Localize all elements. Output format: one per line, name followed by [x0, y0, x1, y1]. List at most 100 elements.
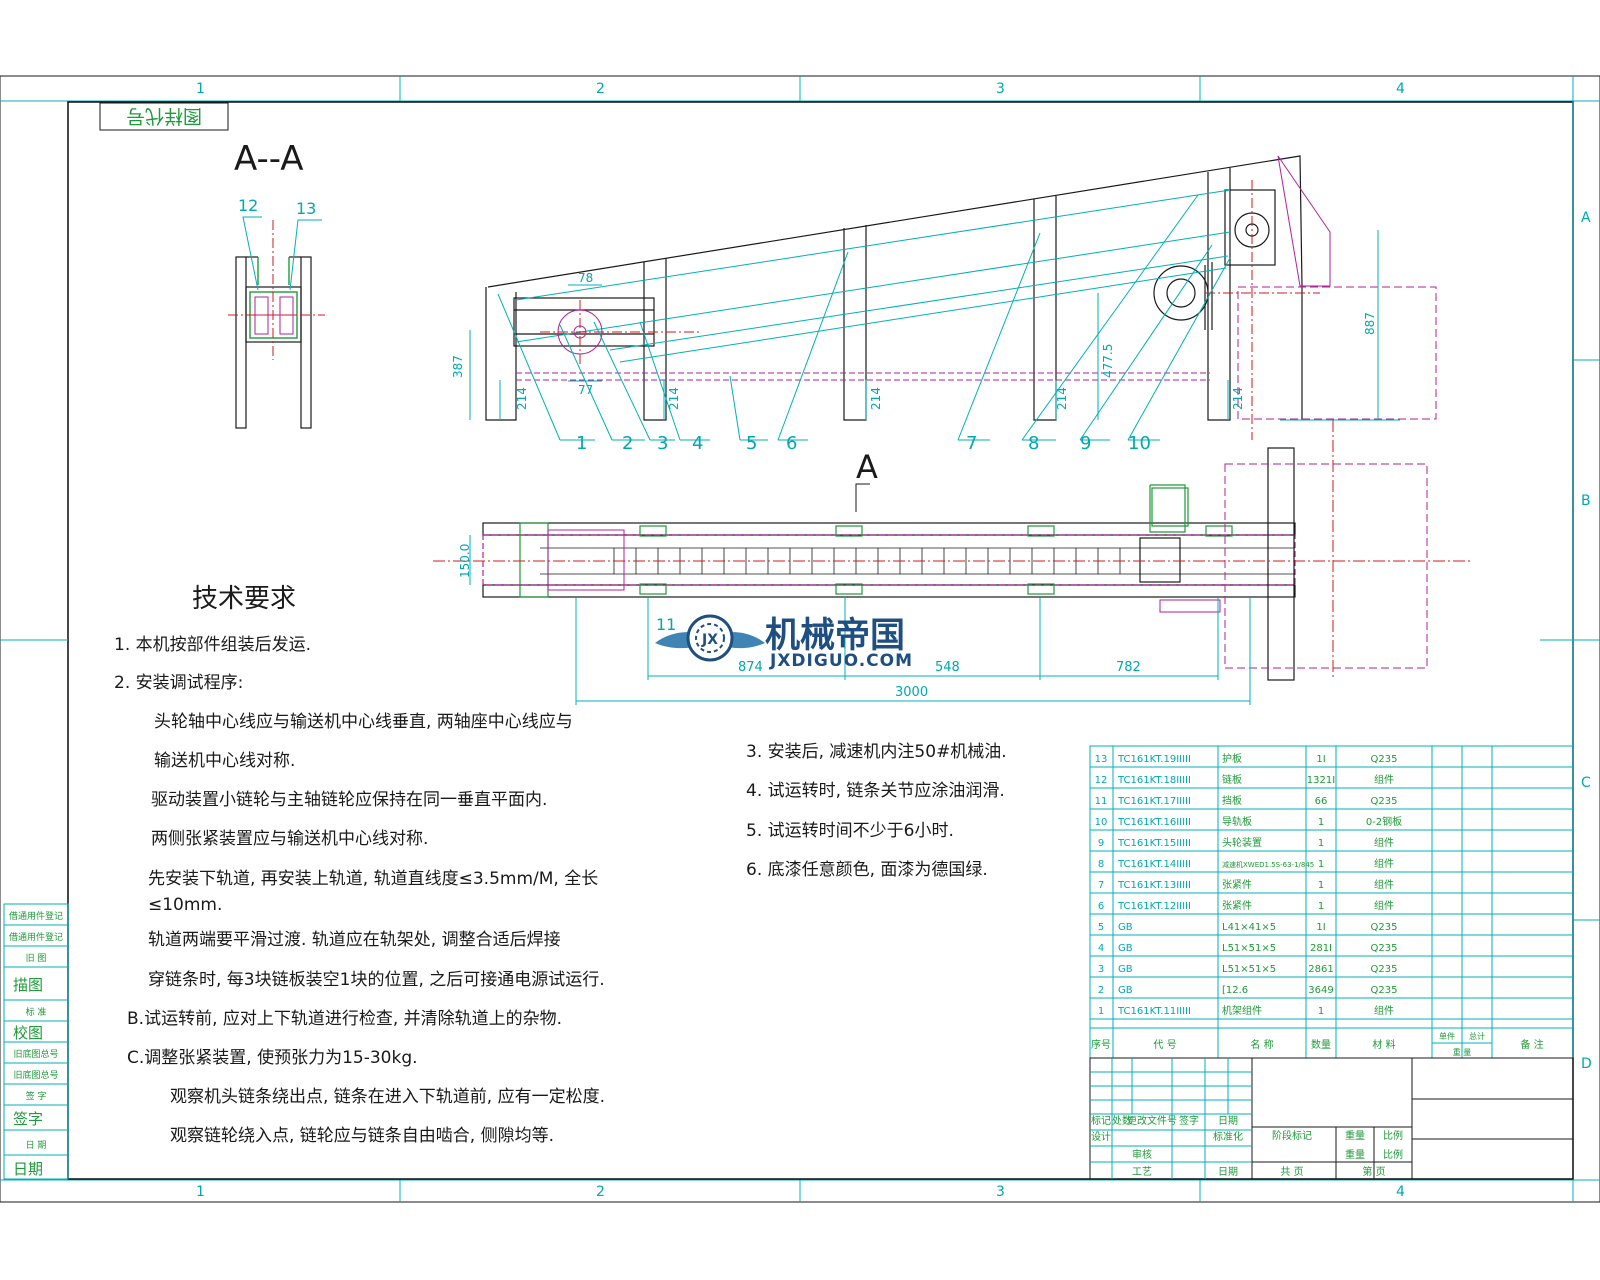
tb-design: 设计 — [1091, 1130, 1111, 1143]
tech-line-2: 2. 安装调试程序: — [114, 673, 243, 693]
bom-cell-code: GB — [1118, 943, 1133, 954]
plan-view: A — [433, 420, 1470, 705]
callout-4: 4 — [692, 433, 703, 454]
tech-line-11: B.试运转前, 应对上下轨道进行检查, 并清除轨道上的杂物. — [127, 1009, 562, 1029]
strip-label-10: 签字 — [13, 1110, 43, 1128]
plan-dim-150: 150.0 — [458, 544, 472, 578]
bom-cell-material: 组件 — [1374, 899, 1394, 912]
bom-cell-qty: 3649 — [1308, 985, 1333, 996]
tech-line-12: C.调整张紧装置, 使预张力为15-30kg. — [127, 1047, 418, 1068]
side-dim-214-a: 214 — [515, 387, 529, 410]
bom-cell-no: 5 — [1098, 922, 1104, 933]
bom-cell-material: 组件 — [1374, 836, 1394, 849]
strip-label-2: 借通用件登记 — [9, 931, 63, 943]
strip-label-11: 日 期 — [26, 1140, 47, 1151]
tb-date-2: 日期 — [1218, 1166, 1238, 1178]
tech-line-10: 穿链条时, 每3块链板装空1块的位置, 之后可接通电源试运行. — [148, 970, 605, 990]
grid-row-b: B — [1581, 493, 1591, 509]
bom-cell-code: TC161KT.16IIIII — [1117, 817, 1191, 828]
bom-cell-material: 0-2钢板 — [1366, 815, 1402, 828]
section-view-aa: A--A 12 13 — [228, 139, 325, 429]
bom-cell-material: Q235 — [1371, 943, 1398, 954]
bom-cell-material: Q235 — [1371, 922, 1398, 933]
grid-col-3-top: 3 — [996, 81, 1005, 97]
grid-col-3-bottom: 3 — [996, 1184, 1005, 1200]
bom-header-name: 名 称 — [1250, 1038, 1273, 1051]
side-dim-214-c: 214 — [869, 387, 883, 410]
strip-label-3: 旧 图 — [26, 953, 47, 964]
tech-title: 技术要求 — [192, 584, 296, 614]
strip-label-8: 旧底图总号 — [13, 1069, 58, 1081]
watermark-brand: 机械帝国 — [765, 616, 905, 656]
tech-line-right-5: 5. 试运转时间不少于6小时. — [746, 821, 954, 841]
bom-cell-name: [12.6 — [1222, 985, 1248, 996]
bom-cell-qty: 1 — [1318, 838, 1324, 849]
bom-cell-qty: 1321I — [1307, 775, 1335, 786]
bom-cell-material: Q235 — [1371, 985, 1398, 996]
tb-sheet-right: 第 页 — [1362, 1165, 1385, 1178]
strip-label-5: 标 准 — [26, 1006, 47, 1018]
bom-cell-code: TC161KT.15IIIII — [1117, 838, 1191, 849]
tb-review: 审核 — [1132, 1148, 1152, 1161]
callout-10: 10 — [1128, 433, 1151, 454]
bom-cell-name: 导轨板 — [1222, 815, 1252, 828]
section-callout-12: 12 — [238, 196, 258, 215]
bom-cell-name: 挡板 — [1222, 794, 1242, 807]
bom-cell-no: 2 — [1098, 985, 1104, 996]
tech-line-3: 头轮轴中心线应与输送机中心线垂直, 两轴座中心线应与 — [154, 712, 573, 732]
plan-callout-11: 11 — [656, 615, 676, 634]
bom-cell-no: 10 — [1095, 817, 1108, 828]
bom-cell-no: 11 — [1095, 796, 1108, 807]
bom-cell-material: 组件 — [1374, 878, 1394, 891]
bom-header-row: 序号 代 号 名 称 数量 材 料 单件 总计 重 量 备 注 — [1091, 1031, 1544, 1057]
section-callout-13: 13 — [296, 199, 316, 218]
bom-cell-qty: 1I — [1316, 754, 1325, 765]
bom-cell-name: 护板 — [1222, 752, 1242, 765]
bom-cell-qty: 1 — [1318, 1006, 1324, 1017]
bom-header-qty: 数量 — [1311, 1038, 1331, 1051]
callout-9: 9 — [1080, 433, 1091, 454]
bom-cell-qty: 1 — [1318, 859, 1324, 870]
bom-header-unit: 单件 — [1439, 1031, 1455, 1041]
side-dim-77: 77 — [578, 383, 593, 397]
bom-header-remark: 备 注 — [1520, 1038, 1543, 1051]
plan-dim-874: 874 — [738, 660, 763, 675]
bom-cell-name: L41×41×5 — [1222, 922, 1276, 933]
tech-line-9: 轨道两端要平滑过渡. 轨道应在轨架处, 调整合适后焊接 — [148, 930, 561, 950]
bom-header-no: 序号 — [1091, 1038, 1111, 1051]
strip-label-9: 签 字 — [26, 1090, 47, 1102]
plan-dim-782: 782 — [1116, 660, 1141, 675]
side-dim-78: 78 — [578, 271, 593, 285]
side-dim-214-d: 214 — [1055, 387, 1069, 410]
callout-3: 3 — [657, 433, 668, 454]
strip-label-12: 日期 — [13, 1160, 43, 1178]
tech-line-1: 1. 本机按部件组装后发运. — [114, 635, 311, 655]
tech-line-7: 先安装下轨道, 再安装上轨道, 轨道直线度≤3.5mm/M, 全长 — [148, 869, 598, 889]
bom-cell-qty: 2861 — [1308, 964, 1333, 975]
tech-line-right-4: 4. 试运转时, 链条关节应涂油润滑. — [746, 781, 1005, 801]
bom-header-mass: 重 量 — [1453, 1047, 1472, 1057]
bom-cell-code: GB — [1118, 964, 1133, 975]
bom-cell-name: 张紧件 — [1222, 879, 1252, 891]
strip-label-7: 旧底图总号 — [13, 1048, 58, 1060]
bom-cell-material: Q235 — [1371, 796, 1398, 807]
bom-cell-code: TC161KT.18IIIII — [1117, 775, 1191, 786]
bom-cell-material: 组件 — [1374, 1004, 1394, 1017]
bom-cell-code: TC161KT.12IIIII — [1117, 901, 1191, 912]
bom-cell-qty: 281I — [1310, 943, 1332, 954]
tb-mark: 标记 — [1091, 1115, 1111, 1127]
tech-line-5: 驱动装置小链轮与主轴链轮应保持在同一垂直平面内. — [151, 790, 547, 810]
tb-weight-value: 重量 — [1345, 1148, 1365, 1161]
bom-cell-no: 12 — [1095, 775, 1108, 786]
tb-weight-label: 重量 — [1345, 1129, 1365, 1142]
tb-count: 处数 — [1112, 1114, 1132, 1127]
left-revision-strip: 借通用件登记 借通用件登记 旧 图 描图 标 准 校图 旧底图总号 旧底图总号 … — [3, 903, 69, 1180]
